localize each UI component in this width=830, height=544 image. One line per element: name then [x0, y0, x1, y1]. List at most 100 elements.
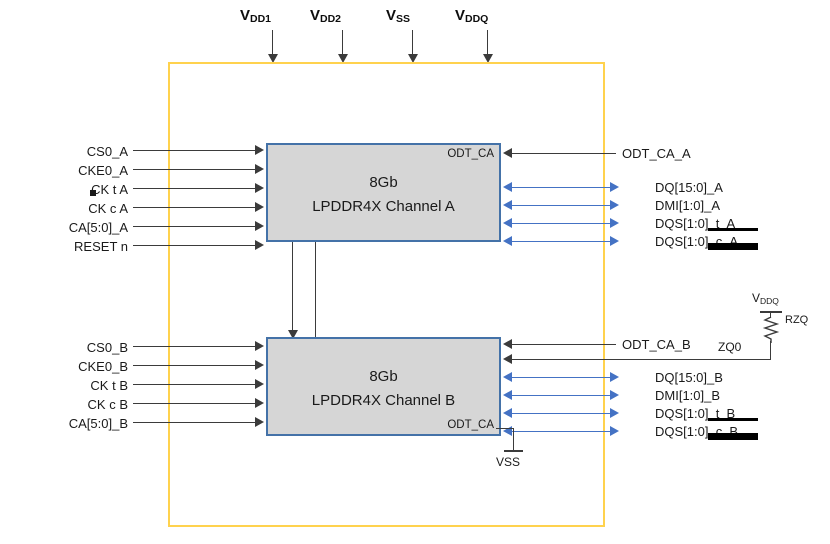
- channel-b-output-arrow-in-dmi: [503, 390, 512, 400]
- zq-supply-label: VDDQ: [752, 291, 779, 306]
- vss-ground-symbol: [504, 450, 523, 452]
- power-rail-wire-vddq: [487, 30, 488, 60]
- channel-a-odt-signal-label: ODT_CA_A: [622, 146, 691, 161]
- channel-a-input-label-reset-n: RESET n: [74, 239, 128, 254]
- channel-b-output-label-dq: DQ[15:0]_B: [655, 370, 723, 385]
- channel-b-output-arrow-in-dqs-c: [503, 426, 512, 436]
- channel-a-output-arrow-in-dqs-c: [503, 236, 512, 246]
- channel-b-title-line1: 8Gb: [369, 368, 398, 385]
- vss-node-label: VSS: [496, 455, 521, 469]
- zq0-horizontal-wire: [512, 359, 770, 360]
- channel-a-output-wire-dqs-c: [512, 241, 612, 242]
- channel-b-input-label-ck-t: CK t B: [90, 378, 128, 393]
- channel-a-input-wire-cke0: [133, 169, 257, 170]
- channel-a-input-wire-cs0: [133, 150, 257, 151]
- channel-b-odt-arrow: [503, 339, 512, 349]
- channel-b-title-line2: LPDDR4X Channel B: [311, 392, 456, 409]
- channel-b-output-wire-dq: [512, 377, 612, 378]
- zq0-pin-label: ZQ0: [718, 340, 742, 354]
- channel-a-dqs-c-overbar: [708, 243, 758, 250]
- channel-a-output-arrow-in-dqs-t: [503, 218, 512, 228]
- channel-a-output-label-dmi: DMI[1:0]_A: [655, 198, 721, 213]
- rzq-resistor-label: RZQ: [785, 314, 809, 326]
- channel-a-input-arrow-reset-n: [255, 240, 264, 250]
- channel-a-input-wire-ck-c: [133, 207, 257, 208]
- channel-a-input-arrow-ca: [255, 221, 264, 231]
- channel-a-input-label-cs0: CS0_A: [86, 144, 128, 159]
- channel-b-output-wire-dmi: [512, 395, 612, 396]
- channel-a-output-label-dq: DQ[15:0]_A: [655, 180, 723, 195]
- channel-a-input-wire-reset-n: [133, 245, 257, 246]
- channel-a-output-arrow-out-dqs-t: [610, 218, 619, 228]
- channel-b-output-label-dmi: DMI[1:0]_B: [655, 388, 721, 403]
- channel-a-input-label-ca: CA[5:0]_A: [68, 220, 128, 235]
- channel-a-input-wire-ck-t: [133, 188, 257, 189]
- channel-a-output-wire-dq: [512, 187, 612, 188]
- channel-a-input-arrow-ck-t: [255, 183, 264, 193]
- channel-b-output-arrow-out-dqs-t: [610, 408, 619, 418]
- channel-a-output-arrow-out-dqs-c: [610, 236, 619, 246]
- channel-b-output-label-dqs-t: DQS[1:0]_t_B: [655, 406, 736, 421]
- channel-b-input-label-cs0: CS0_B: [86, 340, 128, 355]
- channel-a-output-arrow-in-dmi: [503, 200, 512, 210]
- channel-a-odt-arrow: [503, 148, 512, 158]
- channel-b-input-wire-cke0: [133, 365, 257, 366]
- channel-a-input-label-ck-t: CK t A: [91, 182, 128, 197]
- channel-a-title-line2: LPDDR4X Channel A: [312, 198, 455, 215]
- channel-a-input-arrow-ck-c: [255, 202, 264, 212]
- inter-channel-link-left: [292, 242, 293, 336]
- channel-a-dqs-t-overbar: [708, 228, 758, 231]
- channel-a-input-label-ck-c: CK c A: [88, 201, 128, 216]
- zq-supply-rail-bar: [760, 311, 782, 313]
- channel-a-output-arrow-out-dq: [610, 182, 619, 192]
- channel-b-input-arrow-cke0: [255, 360, 264, 370]
- channel-b-odt-ca-label: ODT_CA: [447, 419, 494, 431]
- channel-b-input-label-ck-c: CK c B: [87, 397, 128, 412]
- channel-b-output-wire-dqs-t: [512, 413, 612, 414]
- channel-a-output-arrow-in-dq: [503, 182, 512, 192]
- ck-t-a-artifact-mark: [90, 190, 96, 196]
- power-rail-wire-vdd2: [342, 30, 343, 60]
- channel-b-input-arrow-ca: [255, 417, 264, 427]
- channel-a-odt-wire: [512, 153, 616, 154]
- channel-a-output-wire-dqs-t: [512, 223, 612, 224]
- power-rail-wire-vss: [412, 30, 413, 60]
- channel-a-block: ODT_CA 8Gb LPDDR4X Channel A: [266, 143, 501, 242]
- inter-channel-link-left-arrow: [288, 330, 298, 339]
- rzq-lower-wire: [770, 341, 771, 360]
- channel-b-odt-signal-label: ODT_CA_B: [622, 337, 691, 352]
- channel-b-dqs-t-overbar: [708, 418, 758, 421]
- power-rail-arrow-vdd1: [268, 54, 278, 63]
- channel-b-input-wire-ck-c: [133, 403, 257, 404]
- channel-a-output-arrow-out-dmi: [610, 200, 619, 210]
- power-rail-arrow-vss: [408, 54, 418, 63]
- power-rail-label-vddq: VDDQ: [455, 7, 489, 25]
- channel-a-input-label-cke0: CKE0_A: [78, 163, 128, 178]
- channel-b-input-arrow-ck-c: [255, 398, 264, 408]
- channel-a-title-line1: 8Gb: [369, 174, 398, 191]
- rzq-resistor-symbol: [762, 317, 780, 343]
- channel-b-output-arrow-in-dqs-t: [503, 408, 512, 418]
- channel-a-input-arrow-cke0: [255, 164, 264, 174]
- power-rail-wire-vdd1: [272, 30, 273, 60]
- channel-b-input-wire-ck-t: [133, 384, 257, 385]
- channel-a-odt-ca-label: ODT_CA: [447, 148, 494, 160]
- zq0-arrow: [503, 354, 512, 364]
- vss-node-horizontal-wire: [496, 428, 514, 429]
- channel-b-input-wire-ca: [133, 422, 257, 423]
- channel-b-output-arrow-in-dq: [503, 372, 512, 382]
- channel-b-block: ODT_CA 8Gb LPDDR4X Channel B: [266, 337, 501, 436]
- channel-b-dqs-c-overbar: [708, 433, 758, 440]
- channel-b-odt-wire: [512, 344, 616, 345]
- vss-node-vertical-wire: [513, 428, 514, 450]
- channel-b-input-label-ca: CA[5:0]_B: [68, 416, 128, 431]
- channel-b-output-wire-dqs-c: [512, 431, 612, 432]
- power-rail-label-vdd2: VDD2: [310, 7, 342, 25]
- channel-b-input-label-cke0: CKE0_B: [78, 359, 128, 374]
- power-rail-arrow-vdd2: [338, 54, 348, 63]
- channel-b-input-wire-cs0: [133, 346, 257, 347]
- channel-a-input-arrow-cs0: [255, 145, 264, 155]
- channel-a-output-wire-dmi: [512, 205, 612, 206]
- zq-supply-stub-wire: [770, 311, 771, 318]
